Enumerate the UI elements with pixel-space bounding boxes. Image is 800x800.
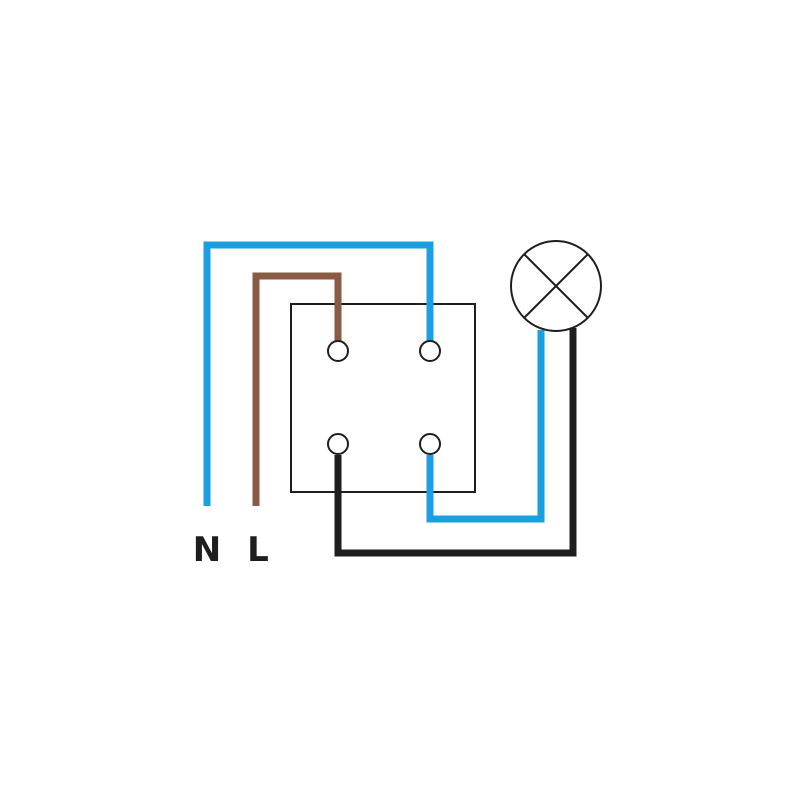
neutral-label: N [193,530,221,570]
switch-box [290,303,476,493]
terminal-bottom-right [419,433,441,455]
terminal-top-right [419,340,441,362]
terminal-top-left [327,340,349,362]
live-label: L [247,530,269,570]
lamp-cross-line-2 [523,253,589,319]
lamp-icon [510,240,602,332]
live-wire [252,272,342,506]
neutral-wire [203,241,434,506]
lamp-neutral-wire [426,330,545,523]
terminal-bottom-left [327,433,349,455]
lamp-switched-wire [334,328,577,557]
